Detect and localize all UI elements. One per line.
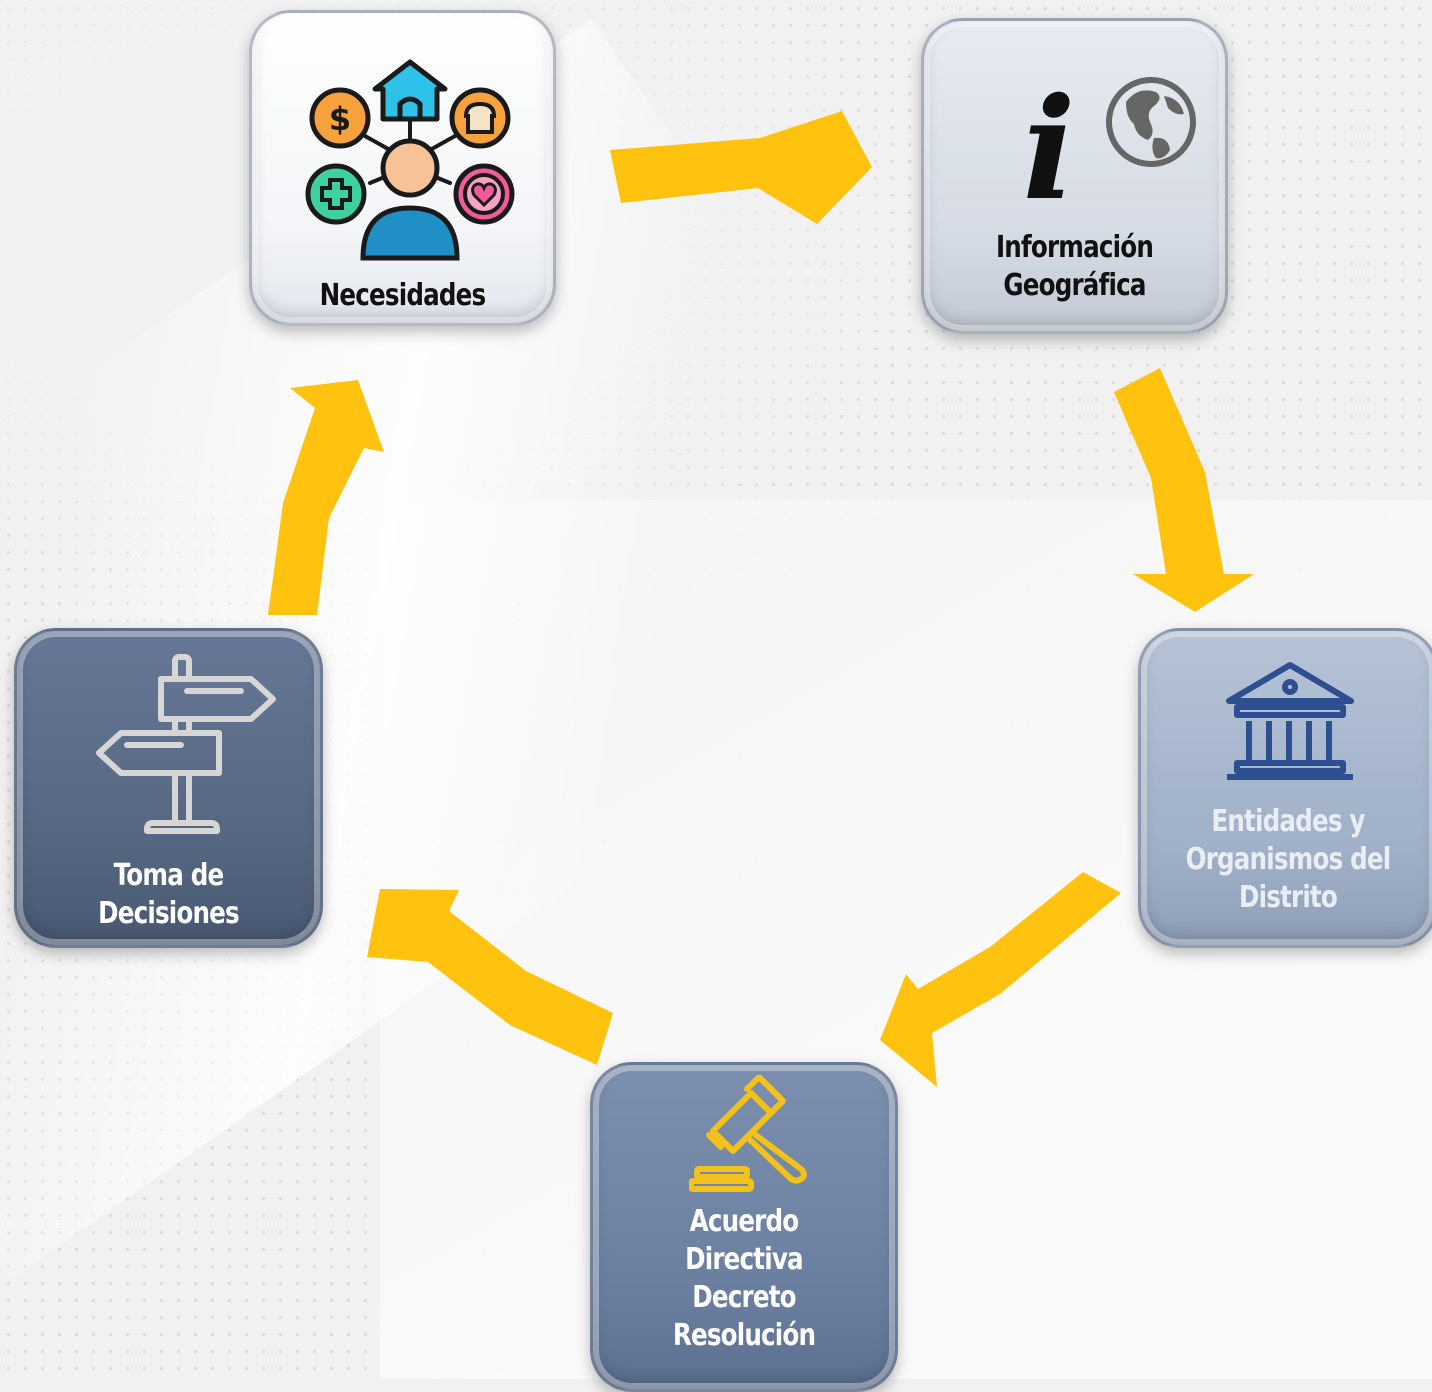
- node-label-line: Decisiones: [98, 896, 240, 931]
- node-label-line: Información: [995, 230, 1154, 265]
- node-label-line: Organismos del: [1185, 842, 1392, 877]
- gavel-icon: [689, 1075, 807, 1192]
- person-needs-icon: $: [305, 59, 515, 261]
- node-informacion-geografica: i Información Geográfica: [921, 18, 1228, 334]
- svg-text:$: $: [329, 100, 351, 138]
- node-acuerdo-directiva: Acuerdo Directiva Decreto Resolución: [590, 1062, 898, 1392]
- arrow-entidades-to-acuerdo: [880, 872, 1121, 1087]
- arrow-acuerdo-to-toma: [367, 889, 613, 1065]
- node-label-line: Necesidades: [319, 278, 487, 313]
- node-label-line: Entidades y: [1211, 804, 1365, 839]
- node-toma-decisiones: Toma de Decisiones: [14, 628, 323, 948]
- node-label-line: Toma de: [113, 858, 225, 893]
- node-label: Entidades y Organismos del Distrito: [1167, 803, 1408, 917]
- node-label-line: Acuerdo: [689, 1204, 800, 1239]
- node-entidades-organismos: Entidades y Organismos del Distrito: [1138, 628, 1432, 948]
- node-label-line: Decreto: [692, 1280, 796, 1315]
- node-label-line: Directiva: [685, 1242, 804, 1277]
- node-label: Toma de Decisiones: [44, 857, 292, 933]
- node-label-line: Resolución: [672, 1318, 816, 1353]
- node-label: Acuerdo Directiva Decreto Resolución: [620, 1203, 868, 1355]
- node-necesidades: $ Necesidades: [249, 10, 556, 326]
- signpost-icon: [96, 654, 276, 834]
- government-building-icon: [1226, 662, 1354, 780]
- node-label-line: Geográfica: [1003, 268, 1146, 303]
- svg-text:i: i: [1022, 76, 1075, 211]
- arrow-necesidades-to-info: [610, 111, 872, 224]
- node-label-line: Distrito: [1239, 880, 1338, 915]
- node-label: Información Geográfica: [951, 229, 1198, 305]
- arrow-info-to-entidades: [1114, 368, 1254, 612]
- node-label: Necesidades: [279, 277, 526, 315]
- arrow-toma-to-necesidades: [268, 380, 384, 615]
- info-globe-icon: i: [1022, 76, 1196, 211]
